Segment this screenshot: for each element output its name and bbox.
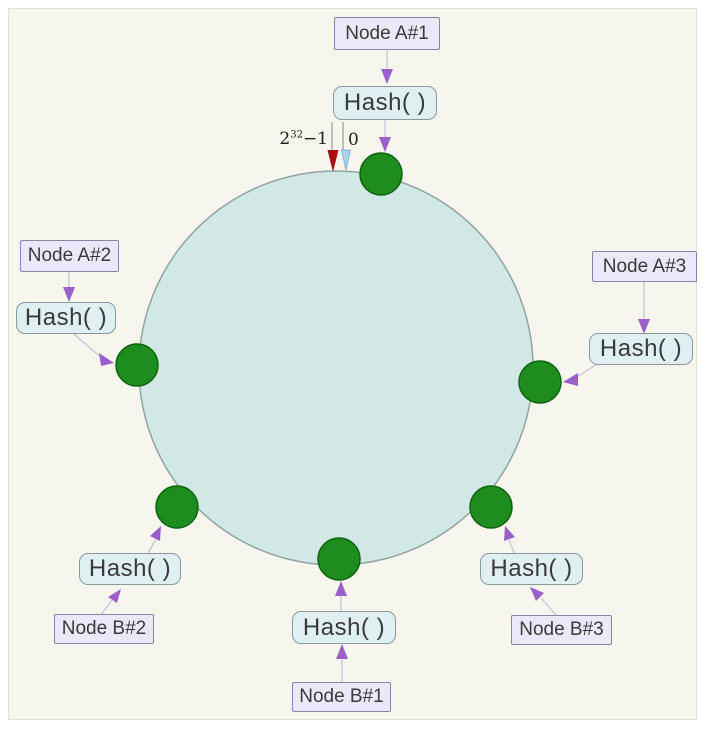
arrow-head-hasha2-ring xyxy=(99,353,114,366)
node-box-a1: Node A#1 xyxy=(334,17,440,50)
ring-max-value-label: 232−1 xyxy=(278,129,328,149)
arrow-head-hashb1-ring xyxy=(335,581,347,596)
node-label-a1: Node A#1 xyxy=(345,22,429,44)
hash-box-b1: Hash( ) xyxy=(292,611,396,644)
node-label-b3: Node B#3 xyxy=(519,619,604,640)
arrow-line-nodeb3-hash xyxy=(540,597,559,618)
hash-box-a3: Hash( ) xyxy=(589,333,693,365)
ring-dot-node-b2 xyxy=(155,485,199,529)
arrow-line-hashb3-ring xyxy=(508,539,516,556)
arrow-head-nodeb3-hash xyxy=(530,587,544,601)
hash-box-a1: Hash( ) xyxy=(333,86,437,120)
ring-dot-node-a2 xyxy=(115,343,159,387)
ring-dot-node-a3 xyxy=(518,360,562,404)
ring-dot-node-b3 xyxy=(469,485,513,529)
node-box-b2: Node B#2 xyxy=(54,614,154,644)
ring-dot-node-b1 xyxy=(317,537,361,581)
node-box-a3: Node A#3 xyxy=(592,251,697,282)
hash-label-b3: Hash( ) xyxy=(490,555,573,582)
node-box-a2: Node A#2 xyxy=(20,240,119,272)
zero-position-arrow-icon xyxy=(341,149,351,171)
hash-label-a2: Hash( ) xyxy=(24,304,108,331)
hash-box-b2: Hash( ) xyxy=(79,553,181,585)
hash-box-a2: Hash( ) xyxy=(16,302,116,334)
arrow-head-hashb3-ring xyxy=(504,526,515,541)
arrow-head-hashb2-ring xyxy=(150,526,161,541)
node-label-a2: Node A#2 xyxy=(27,245,112,266)
arrow-head-hasha3-ring xyxy=(563,373,578,386)
ring-max-rest: −1 xyxy=(302,129,328,149)
arrow-head-nodeb2-hash xyxy=(108,589,121,603)
node-label-a3: Node A#3 xyxy=(602,255,687,277)
node-label-b2: Node B#2 xyxy=(61,618,147,639)
arrow-head-hasha1-ring xyxy=(379,137,391,152)
hash-label-a3: Hash( ) xyxy=(599,335,683,362)
ring-max-exponent: 32 xyxy=(290,129,303,141)
arrow-head-nodea2-hash xyxy=(63,287,75,302)
arrow-head-nodea1-hash xyxy=(381,69,393,84)
ring-max-base: 2 xyxy=(279,129,291,149)
hash-box-b3: Hash( ) xyxy=(480,553,583,585)
node-box-b3: Node B#3 xyxy=(511,615,612,645)
max-position-arrow-icon xyxy=(327,150,339,172)
arrow-head-nodeb1-hash xyxy=(336,644,348,659)
node-label-b1: Node B#1 xyxy=(299,686,384,707)
hash-label-a1: Hash( ) xyxy=(343,89,427,116)
arrow-head-nodea3-hash xyxy=(638,319,650,334)
ring-dot-node-a1 xyxy=(359,152,403,196)
node-box-b1: Node B#1 xyxy=(292,682,391,712)
ring-zero-value-label: 0 xyxy=(348,130,359,150)
arrow-line-hashb2-ring xyxy=(146,538,157,556)
arrow-line-nodeb2-hash xyxy=(99,599,113,617)
hash-label-b2: Hash( ) xyxy=(88,555,172,582)
hash-label-b1: Hash( ) xyxy=(302,613,386,641)
